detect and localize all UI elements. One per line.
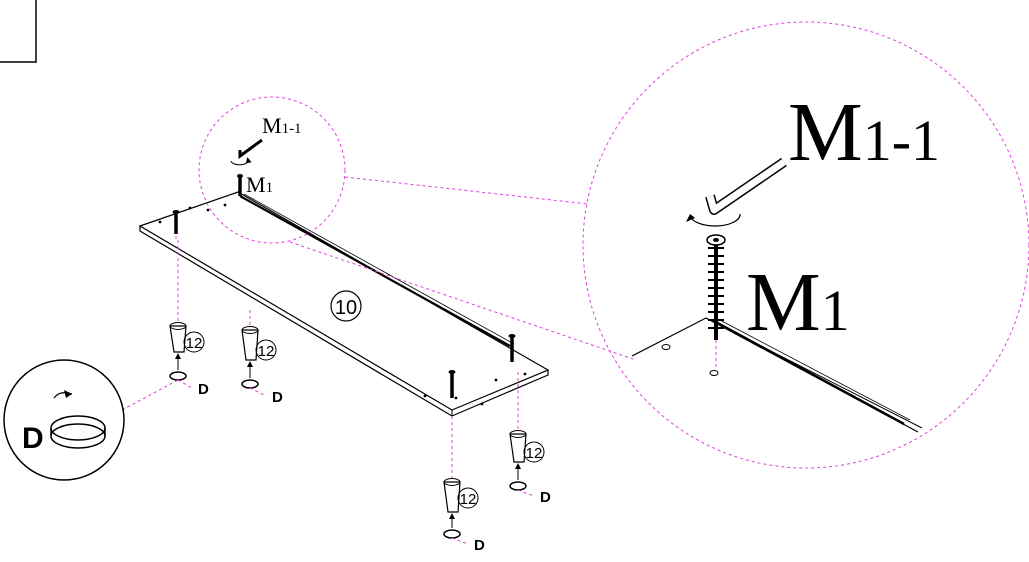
leg-number-label: 12 — [258, 343, 275, 360]
enlarged-panel — [631, 317, 923, 433]
foot-pad-icon — [443, 529, 461, 539]
callout-connector — [344, 176, 589, 205]
leg-number-label: 12 — [186, 335, 203, 352]
rotate-arrow-icon — [689, 213, 741, 227]
panel-number-label: 10 — [335, 297, 357, 319]
foot-pad-label: D — [272, 389, 283, 406]
hex-key-icon — [686, 157, 787, 227]
screw-icon — [706, 234, 726, 368]
foot-pad-icon — [50, 390, 106, 449]
foot-pad-callout — [3, 359, 125, 481]
screw-icon — [172, 210, 180, 240]
screw-icon — [508, 334, 516, 362]
leg-icon — [443, 478, 461, 513]
callout-connector — [289, 241, 637, 361]
callout-connector — [121, 379, 179, 411]
screw-icon — [237, 174, 243, 196]
main-panel: 10 — [138, 191, 550, 417]
hex-key-icon — [230, 138, 263, 166]
leg-icon — [509, 430, 527, 463]
foot-pad-label: D — [198, 381, 209, 398]
leg-number-label: 12 — [526, 445, 543, 462]
foot-pad-icon — [169, 371, 187, 381]
foot-pad-label: D — [540, 489, 551, 506]
leg-number-label: 12 — [460, 491, 477, 508]
leg-icon — [241, 326, 259, 361]
foot-pad-callout-label: D — [22, 422, 44, 455]
hex-key-label: M1-1 — [262, 113, 302, 138]
foot-pad-label: D — [474, 537, 485, 554]
screw-label: M1 — [246, 172, 273, 197]
leg-icon — [169, 322, 187, 353]
screw-icon — [448, 370, 456, 398]
screw-label-large: M1 — [746, 256, 850, 349]
frame-corner — [0, 0, 37, 63]
detail-callout-small — [198, 96, 346, 244]
detail-callout-large — [582, 21, 1029, 469]
foot-pad-icon — [241, 379, 259, 389]
hex-key-label-large: M1-1 — [788, 86, 940, 179]
foot-pad-icon — [509, 481, 527, 491]
